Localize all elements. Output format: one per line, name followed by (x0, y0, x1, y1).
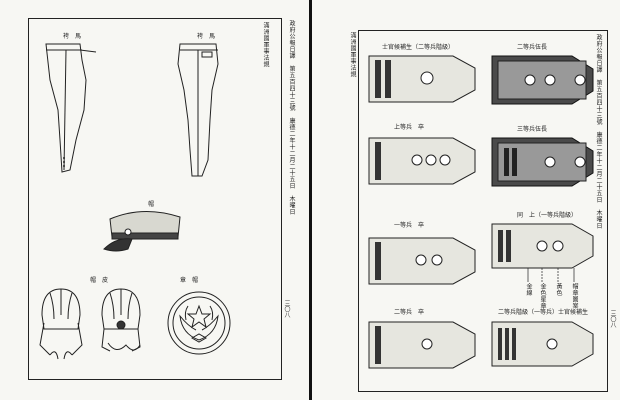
fur-cap-side-drawing (101, 288, 141, 352)
trousers-front-drawing (45, 43, 97, 173)
right-header-gazette: 政府公報日譯 第五百四十三號 康德二年十二月二十五日 木曜日 (595, 34, 602, 229)
label-r2-left: 上等兵 卒 (394, 124, 425, 131)
cap-drawing (103, 210, 181, 252)
insignia-r4-right (491, 321, 594, 367)
label-r4-right: 二等兵階級（一等兵）士官候補生 (498, 309, 589, 316)
label-r4-left: 二等兵 卒 (394, 309, 425, 316)
fur-cap-front-drawing (39, 288, 83, 360)
label-trousers-back: 袴 馬 (197, 33, 216, 40)
label-r3-left: 一等兵 卒 (394, 222, 425, 229)
insignia-r4-left (368, 321, 476, 369)
label-r1-left: 士官候補生（二等兵階級） (382, 44, 455, 51)
annot-r3-4: 帽章圖案 (571, 283, 578, 309)
right-page-frame (358, 30, 608, 392)
insignia-r2-right (491, 137, 594, 187)
label-r2-right: 三等兵伍長 (517, 126, 548, 133)
left-page: 滿洲國軍事法規 政府公報日譯 第五百四十三號 康德二年十二月二十五日 木曜日 袴… (0, 0, 310, 400)
insignia-r1-left (368, 55, 476, 103)
right-header-side: 滿洲國軍事法規 (349, 32, 356, 78)
trousers-back-drawing (177, 43, 219, 177)
insignia-r1-right (491, 55, 594, 105)
cap-badge-drawing (167, 291, 231, 355)
left-header-side: 滿洲國軍事法規 (262, 22, 269, 68)
insignia-r3-left (368, 237, 476, 285)
insignia-r2-left (368, 137, 476, 185)
right-page: 滿洲國軍事法規 政府公報日譯 第五百四十三號 康德二年十二月二十五日 木曜日 士… (312, 0, 620, 400)
label-cap: 帽 (148, 201, 155, 208)
label-r1-right: 二等兵伍長 (517, 44, 548, 51)
label-fur-cap: 帽 皮 (90, 277, 109, 284)
left-header-gazette: 政府公報日譯 第五百四十三號 康德二年十二月二十五日 木曜日 (288, 20, 295, 215)
label-r3-right: 同 上（一等兵階級） (517, 212, 578, 219)
label-badge: 章 帽 (180, 277, 199, 284)
label-trousers-front: 袴 馬 (63, 33, 82, 40)
annot-r3-2: 金色星章 (539, 283, 546, 309)
book-gutter (309, 0, 312, 400)
annot-r3-1: 金線 (525, 283, 532, 296)
annot-r3-3: 黃色 (555, 283, 562, 296)
right-page-number: 三〇八 (609, 310, 616, 328)
insignia-r3-right (491, 223, 594, 282)
left-page-frame (28, 18, 282, 380)
left-page-number: 三〇八 (283, 300, 290, 318)
